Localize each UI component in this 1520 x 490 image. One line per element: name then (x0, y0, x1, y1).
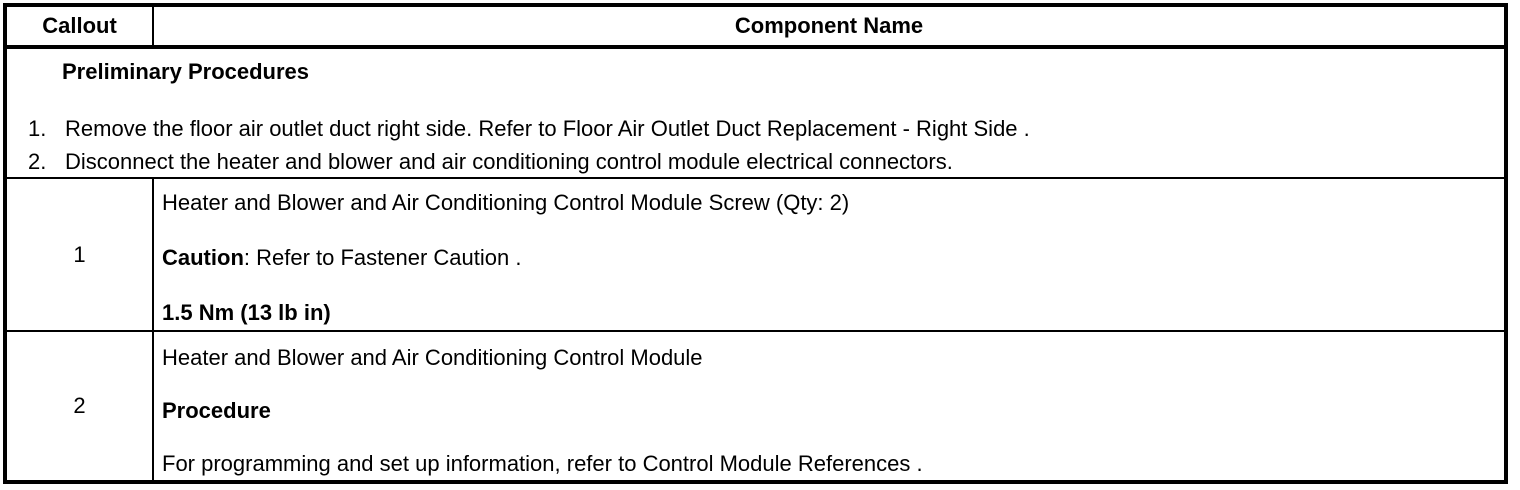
caution-text: : Refer to (243, 245, 341, 270)
callout-number-cell: 1 (7, 179, 154, 330)
floor-air-outlet-duct-replacement-link[interactable]: Floor Air Outlet Duct Replacement - Righ… (562, 116, 1018, 141)
control-module-references-link[interactable]: Control Module References (642, 451, 911, 476)
component-name-column-header: Component Name (734, 13, 924, 38)
step-number: 2. (28, 149, 47, 174)
preliminary-step-2: 2. Disconnect the heater and blower and a… (7, 145, 1504, 178)
fastener-caution-link[interactable]: Fastener Caution (340, 245, 510, 270)
table-row-callout-1: 1 Heater and Blower and Air Conditioning… (7, 179, 1504, 332)
table-header-row: Callout Component Name (7, 7, 1504, 49)
component-description-cell: Heater and Blower and Air Conditioning C… (154, 179, 1504, 330)
procedure-label: Procedure (162, 398, 271, 423)
preliminary-procedures-section: Preliminary Procedures 1. Remove the floo… (7, 49, 1504, 179)
component-name-text: Heater and Blower and Air Conditioning C… (162, 345, 703, 370)
caution-note: Caution: Refer to Fastener Caution . (162, 245, 1496, 270)
preliminary-procedures-title: Preliminary Procedures (62, 59, 310, 84)
preliminary-step-1: 1. Remove the floor air outlet duct right… (7, 112, 1504, 145)
programming-note: For programming and set up information, … (162, 451, 1496, 476)
step-number: 1. (28, 116, 47, 141)
component-name-text: Heater and Blower and Air Conditioning C… (162, 190, 850, 215)
caution-label: Caution (162, 245, 244, 270)
callout-column-header: Callout (7, 7, 154, 45)
component-description-cell: Heater and Blower and Air Conditioning C… (154, 332, 1504, 480)
step-text: Remove the floor air outlet duct right s… (65, 116, 563, 141)
caution-text-suffix: . (509, 245, 522, 270)
torque-spec-text: 1.5 Nm (13 lb in) (162, 300, 331, 325)
component-callout-table: Callout Component Name Preliminary Proce… (3, 3, 1508, 484)
step-text-suffix: . (1017, 116, 1030, 141)
callout-number-cell: 2 (7, 332, 154, 480)
note-text: For programming and set up information, … (162, 451, 643, 476)
preliminary-steps-list: 1. Remove the floor air outlet duct right… (7, 112, 1504, 178)
step-text: Disconnect the heater and blower and air… (65, 149, 953, 174)
note-text-suffix: . (910, 451, 923, 476)
table-row-callout-2: 2 Heater and Blower and Air Conditioning… (7, 332, 1504, 480)
